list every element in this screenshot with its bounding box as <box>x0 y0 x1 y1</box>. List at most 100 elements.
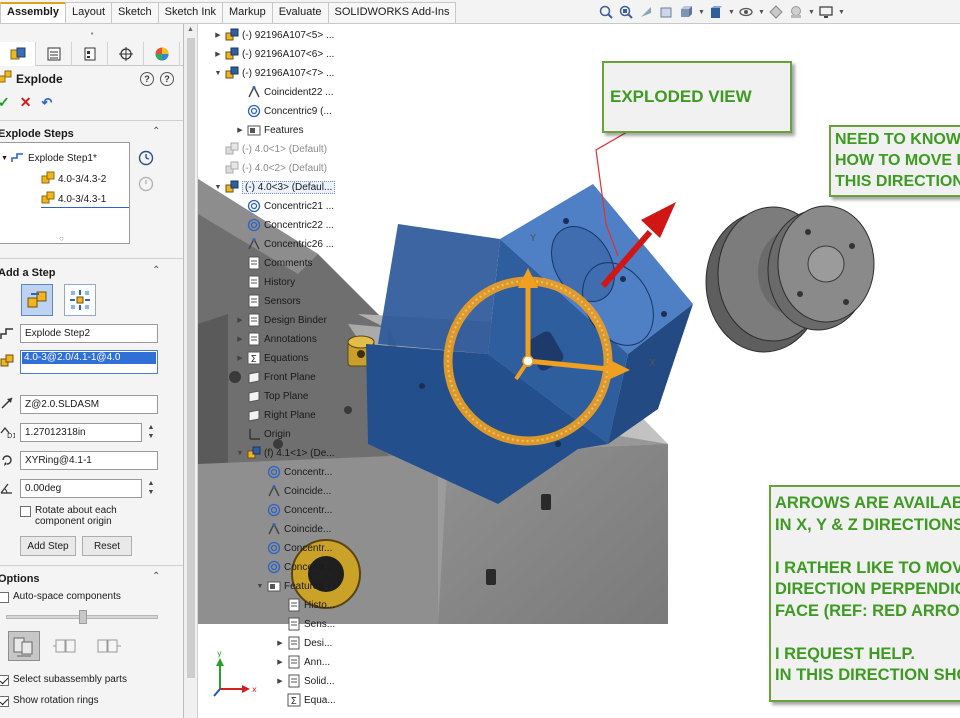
scrollbar-thumb[interactable] <box>187 38 195 678</box>
ok-icon[interactable]: ✓ <box>0 94 10 111</box>
apply-scene-icon[interactable] <box>788 4 804 20</box>
tree-item[interactable]: ▶Desi... <box>276 636 332 650</box>
tree-item[interactable]: ▶Solid... <box>276 674 335 688</box>
list-item[interactable]: 4.0-3/4.3-2 <box>41 171 106 187</box>
space-mode-button-2[interactable] <box>50 631 82 661</box>
tree-item[interactable]: History <box>236 275 295 289</box>
tree-item[interactable]: ▶(-) 92196A107<6> ... <box>214 47 334 61</box>
tree-item[interactable]: ▶Annotations <box>236 332 317 346</box>
regular-step-button[interactable] <box>21 284 53 316</box>
expand-right-icon[interactable]: ▶ <box>215 32 221 39</box>
zoom-to-area-icon[interactable] <box>618 4 634 20</box>
tree-item[interactable]: Sensors <box>236 294 301 308</box>
list-item[interactable]: 4.0-3/4.3-1 <box>41 191 129 208</box>
angle-stepper[interactable]: ▲▼ <box>147 480 155 496</box>
tab-sketch-ink[interactable]: Sketch Ink <box>157 2 224 23</box>
edit-appearance-icon[interactable] <box>768 4 784 20</box>
whats-wrong-icon[interactable]: ? <box>160 72 174 86</box>
tree-item[interactable]: (-) 4.0<1> (Default) <box>214 142 327 156</box>
rotate-about-origin-option[interactable]: Rotate about each component origin <box>20 505 135 527</box>
explode-steps-list[interactable]: ▼ Explode Step1* 4.0-3/4.3-2 4.0-3/4.3-1… <box>0 142 130 244</box>
rotation-axis-field[interactable]: XYRing@4.1-1 <box>20 451 158 470</box>
add-step-header[interactable]: Add a Step <box>0 267 56 279</box>
tab-solidworks-add-ins[interactable]: SOLIDWORKS Add-Ins <box>327 2 457 23</box>
tree-item[interactable]: Concentr... <box>256 560 332 574</box>
expand-right-icon[interactable]: ▶ <box>277 640 283 647</box>
cancel-icon[interactable]: ✕ <box>19 94 32 110</box>
expand-down-icon[interactable]: ▼ <box>256 582 264 590</box>
reset-button[interactable]: Reset <box>82 536 132 556</box>
undo-icon[interactable]: ↶ <box>41 94 53 110</box>
chevron-down-icon[interactable]: ▼ <box>1 155 8 162</box>
select-subassembly-option[interactable]: Select subassembly parts <box>0 674 127 686</box>
chevron-down-icon[interactable]: ▼ <box>758 8 765 16</box>
tree-item[interactable]: Coincident22 ... <box>236 85 334 99</box>
tree-item[interactable]: ▶Ann... <box>276 655 330 669</box>
expand-right-icon[interactable]: ▶ <box>237 317 243 324</box>
expand-down-icon[interactable]: ▼ <box>236 449 244 457</box>
blue-component[interactable] <box>366 184 693 504</box>
zoom-to-fit-icon[interactable] <box>598 4 614 20</box>
expand-right-icon[interactable]: ▶ <box>215 51 221 58</box>
scroll-up-icon[interactable]: ▲ <box>187 26 194 33</box>
view-orientation-icon[interactable] <box>678 4 694 20</box>
collapse-caret-icon[interactable]: ⌃ <box>152 126 161 137</box>
tab-display-manager[interactable] <box>144 42 180 66</box>
tree-item[interactable]: Concentric21 ... <box>236 199 334 213</box>
tree-item[interactable]: Histo... <box>276 598 335 612</box>
roll-forward-button[interactable] <box>136 174 156 194</box>
graphics-area[interactable]: X Y y x ▶(-) 92196A107<5> ...▶(-) 92196A… <box>198 24 960 718</box>
tab-layout[interactable]: Layout <box>64 2 113 23</box>
section-view-icon[interactable] <box>658 4 674 20</box>
collapse-caret-icon[interactable]: ⌃ <box>152 265 161 276</box>
chevron-down-icon[interactable]: ▼ <box>728 8 735 16</box>
show-rotation-rings-option[interactable]: Show rotation rings <box>0 695 99 707</box>
tree-item[interactable]: ▶Design Binder <box>236 313 327 327</box>
help-icon[interactable]: ? <box>140 72 154 86</box>
slider-handle[interactable] <box>79 610 87 624</box>
list-item[interactable]: ▼ Explode Step1* <box>1 151 97 166</box>
expand-down-icon[interactable]: ▼ <box>214 183 222 191</box>
tree-item[interactable]: Top Plane <box>236 389 308 403</box>
tree-item[interactable]: Concentr... <box>256 465 332 479</box>
radial-step-button[interactable] <box>64 284 96 316</box>
tab-dimxpert-manager[interactable] <box>108 42 144 66</box>
tree-item[interactable]: Concentric9 (... <box>236 104 332 118</box>
selected-component[interactable]: 4.0-3@2.0/4.1-1@4.0 <box>22 352 156 364</box>
exploded-disk-parts[interactable] <box>705 205 875 353</box>
show-rotation-rings-checkbox[interactable] <box>0 696 9 707</box>
tree-item[interactable]: Concentric22 ... <box>236 218 334 232</box>
tab-evaluate[interactable]: Evaluate <box>271 2 329 23</box>
tree-item[interactable]: Coincide... <box>256 484 331 498</box>
expand-right-icon[interactable]: ▶ <box>237 127 243 134</box>
tree-item[interactable]: Comments <box>236 256 312 270</box>
space-mode-button-1[interactable] <box>8 631 40 661</box>
rotate-about-origin-checkbox[interactable] <box>20 506 31 517</box>
expand-right-icon[interactable]: ▶ <box>237 355 243 362</box>
chevron-down-icon[interactable]: ▼ <box>838 8 845 16</box>
tab-property-manager[interactable] <box>36 42 72 66</box>
rollback-button[interactable] <box>136 148 156 168</box>
chevron-down-icon[interactable]: ▼ <box>698 8 705 16</box>
auto-space-option[interactable]: Auto-space components <box>0 591 121 603</box>
tree-item[interactable]: Concentr... <box>256 541 332 555</box>
rotation-angle-field[interactable]: 0.00deg <box>20 479 142 498</box>
auto-space-checkbox[interactable] <box>0 592 9 603</box>
tab-configuration-manager[interactable] <box>72 42 108 66</box>
options-header[interactable]: Options <box>0 573 40 585</box>
tree-item[interactable]: ▼(-) 92196A107<7> ... <box>214 66 334 80</box>
tree-item[interactable]: Origin <box>236 427 291 441</box>
tree-item[interactable]: (-) 4.0<2> (Default) <box>214 161 327 175</box>
tab-assembly[interactable]: Assembly <box>0 2 66 23</box>
tree-item[interactable]: Concentr... <box>256 503 332 517</box>
tree-item[interactable]: ▼(f) 4.1<1> (De... <box>236 446 335 460</box>
move-triad[interactable]: X Y <box>443 233 656 446</box>
expand-down-icon[interactable]: ▼ <box>214 69 222 77</box>
property-manager-scrollbar[interactable]: ▲ <box>184 24 198 718</box>
tree-item[interactable]: ▶(-) 92196A107<5> ... <box>214 28 334 42</box>
expand-right-icon[interactable]: ▶ <box>277 678 283 685</box>
tree-item[interactable]: Sens... <box>276 617 335 631</box>
tree-item[interactable]: ▼(-) 4.0<3> (Defaul... <box>214 180 336 194</box>
